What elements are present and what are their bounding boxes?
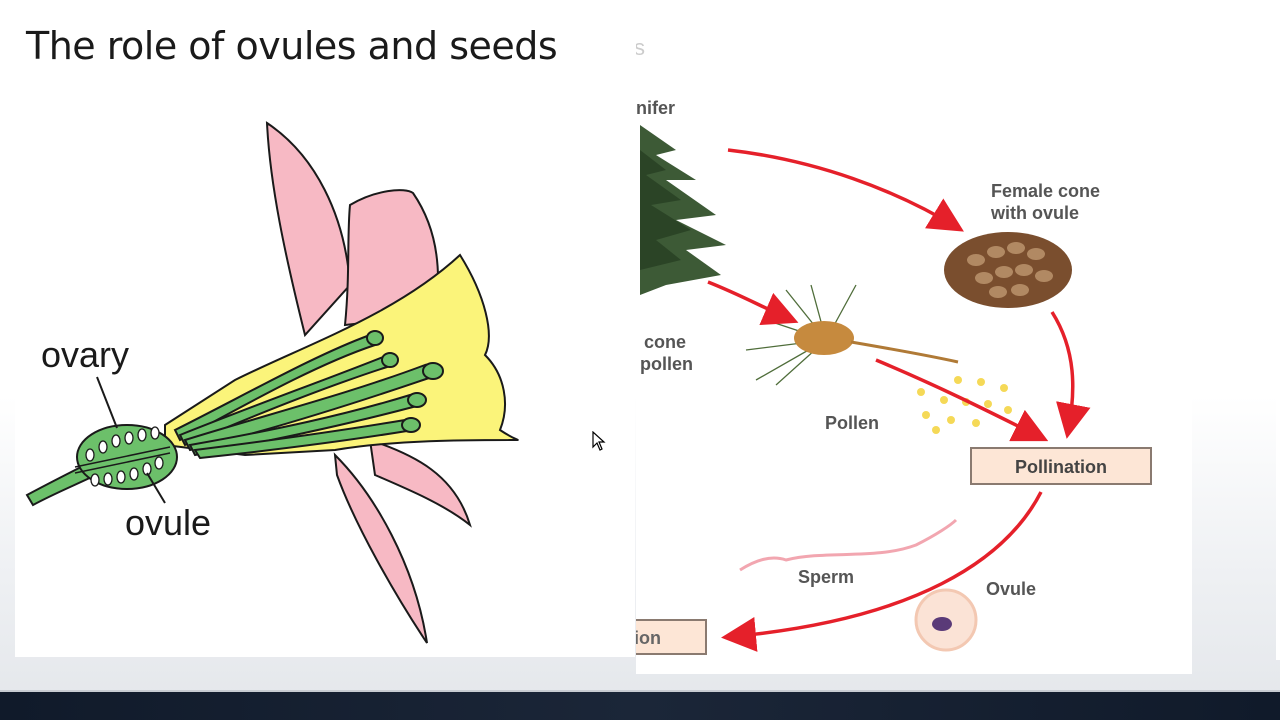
fertilization-box: ertilization [525, 618, 707, 658]
label-female-cone-1: Female cone [991, 181, 1100, 201]
ovary [74, 424, 178, 490]
ovule-leader [146, 472, 166, 504]
label-ovule-cell: Ovule [986, 579, 1036, 599]
flower-diagram-panel: ovary ovule [15, 95, 635, 657]
svg-text:s: s [636, 35, 645, 60]
sperm [739, 518, 958, 572]
petal-back-upper [265, 121, 352, 338]
conifer-tree [640, 125, 726, 295]
female-cone [944, 232, 1072, 308]
conifer-diagram: s nifer Female cone with ovule [525, 35, 1152, 658]
label-conifer: nifer [636, 98, 675, 118]
slide-title: The role of ovules and seeds [26, 24, 558, 68]
label-pollination: Pollination [1015, 457, 1107, 477]
label-ovary: ovary [41, 334, 129, 375]
arrows [707, 148, 1091, 652]
label-cone: cone [644, 332, 686, 352]
conifer-diagram-panel: s nifer Female cone with ovule [525, 30, 1192, 674]
label-female-cone-2: with ovule [990, 203, 1079, 223]
label-sperm: Sperm [798, 567, 854, 587]
bottom-bar [0, 692, 1280, 720]
pollen-cone [745, 284, 959, 386]
edge-panel [1276, 60, 1280, 660]
petal-lower [333, 452, 428, 644]
petal-lower-2 [368, 438, 472, 528]
stamens [173, 330, 444, 460]
label-ovule: ovule [125, 502, 211, 543]
pollination-box: Pollination [970, 447, 1152, 485]
flower-diagram: ovary ovule [25, 121, 519, 644]
bottom-divider [0, 690, 1280, 692]
label-pollen-cone: pollen [640, 354, 693, 374]
ovule-cell [914, 588, 978, 652]
ovary-leader [96, 376, 118, 429]
ovules [85, 426, 164, 487]
label-pollen: Pollen [825, 413, 879, 433]
mouse-cursor-icon [592, 431, 606, 451]
label-fertilization: ertilization [636, 628, 661, 648]
